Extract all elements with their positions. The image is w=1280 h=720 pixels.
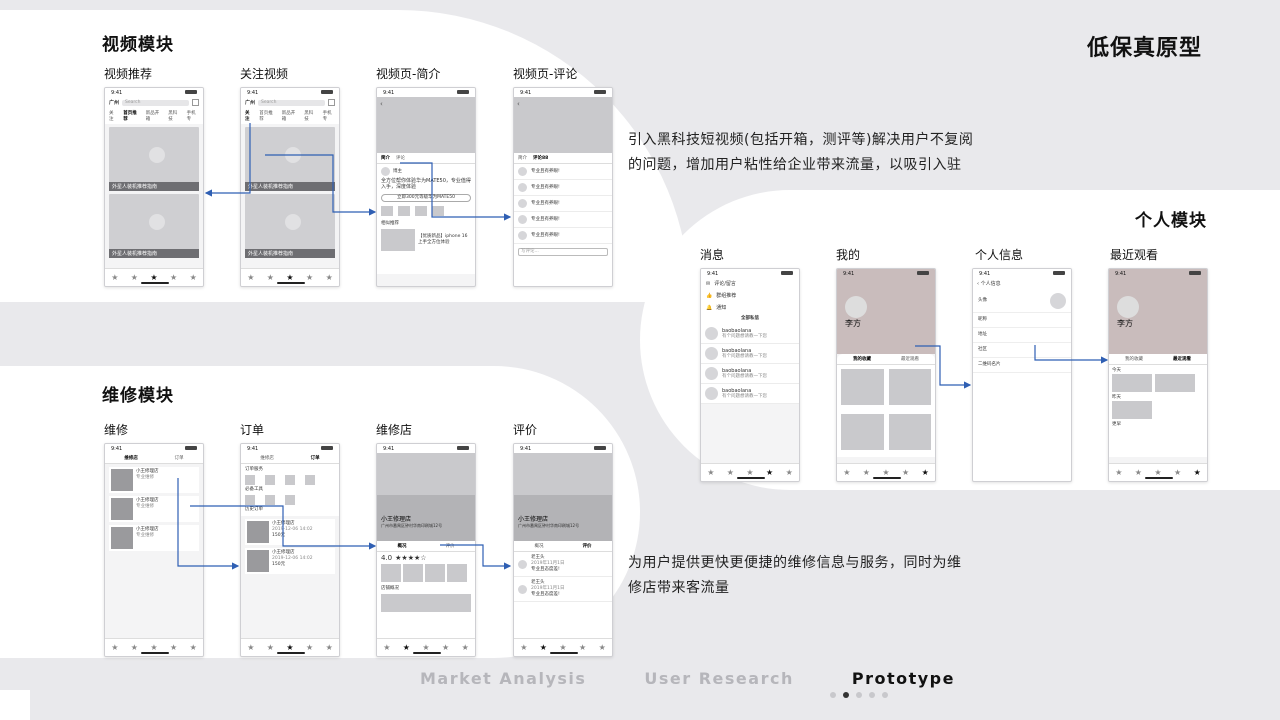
tab-bar[interactable]: ★★★★★ — [241, 268, 339, 286]
phone-recent[interactable]: 9:41 李方 我的收藏最近观看 今天 昨天 更早 ★★★★★ — [1108, 268, 1208, 482]
page-dot[interactable] — [856, 692, 862, 698]
page-dot[interactable] — [869, 692, 875, 698]
phone-video-comment[interactable]: 9:41 ‹ 简介评论88 专业且有养眼! 专业且有养眼! 专业且有养眼! 专业… — [513, 87, 613, 287]
nav-user-research[interactable]: User Research — [644, 669, 794, 688]
screen-label: 个人信息 — [975, 248, 1024, 262]
tab-bar[interactable]: ★★★★★ — [105, 268, 203, 286]
bg-corner — [0, 690, 30, 720]
page-title: 低保真原型 — [1087, 36, 1203, 61]
phone-video-intro[interactable]: 9:41 ‹ 简介评论 博主 全方位帮你体验华为MATE50，专业值得入手，深度… — [376, 87, 476, 287]
page-dot[interactable] — [830, 692, 836, 698]
screen-label: 消息 — [700, 248, 725, 262]
screen-label: 维修店 — [376, 423, 413, 437]
screen-label: 视频推荐 — [104, 67, 153, 81]
screen-label: 视频页-简介 — [376, 67, 441, 81]
footer-nav: Market Analysis User Research Prototype — [420, 669, 955, 688]
phone-video-recommend[interactable]: 9:41 广州 Search 关注首页推荐新品开箱黑科技手机专 外星人装机推荐指… — [104, 87, 204, 287]
tab-bar[interactable]: ★★★★★ — [1109, 463, 1207, 481]
comment-input[interactable]: 写评论... — [518, 248, 608, 256]
tab-bar[interactable]: ★★★★★ — [105, 638, 203, 656]
nav-market-analysis[interactable]: Market Analysis — [420, 669, 587, 688]
phone-me[interactable]: 9:41 李方 我的收藏最近观看 ★★★★★ — [836, 268, 936, 482]
video-card[interactable]: 外星人装机推荐指南 — [245, 127, 335, 191]
video-card[interactable]: 外星人装机推荐指南 — [109, 127, 199, 191]
video-card[interactable]: 外星人装机推荐指南 — [245, 194, 335, 258]
section-title-video: 视频模块 — [102, 35, 174, 55]
tab-bar[interactable]: ★★★★★ — [701, 463, 799, 481]
screen-label: 视频页-评论 — [513, 67, 578, 81]
nav-prototype[interactable]: Prototype — [851, 669, 955, 688]
page-dot-active[interactable] — [843, 692, 849, 698]
buy-button[interactable]: 立即300元等级华为MATE50 — [381, 194, 471, 202]
section-title-repair: 维修模块 — [102, 386, 174, 406]
tab-bar[interactable]: ★★★★★ — [514, 638, 612, 656]
phone-follow-video[interactable]: 9:41 广州 Search 关注首页推荐新品开箱黑科技手机专 外星人装机推荐指… — [240, 87, 340, 287]
screen-label: 我的 — [836, 248, 861, 262]
phone-profile-info[interactable]: 9:41 ‹ 个人信息 头像 昵称 地址 社区 二维码名片 — [972, 268, 1072, 482]
pagination-dots — [830, 692, 888, 698]
phone-repair-shop[interactable]: 9:41 小王修理店 广州市番禺区钟村华南印刷城12号 概况评价 4.0★★★★… — [376, 443, 476, 657]
description-video: 引入黑科技短视频(包括开箱，测评等)解决用户不复阅的问题，增加用户粘性给企业带来… — [628, 132, 974, 173]
screen-label: 订单 — [240, 423, 265, 437]
tab-bar[interactable]: ★★★★★ — [837, 463, 935, 481]
screen-label: 评价 — [513, 423, 538, 437]
video-card[interactable]: 外星人装机推荐指南 — [109, 194, 199, 258]
tab-bar[interactable]: ★★★★★ — [241, 638, 339, 656]
screen-label: 维修 — [104, 423, 129, 437]
screen-label: 关注视频 — [240, 67, 289, 81]
phone-repair[interactable]: 9:41 维修店订单 小王修理店专业维修 小王修理店专业维修 小王修理店专业维修… — [104, 443, 204, 657]
description-repair: 为用户提供更快更便捷的维修信息与服务，同时为维修店带来客流量 — [628, 555, 962, 596]
section-title-personal: 个人模块 — [1135, 211, 1207, 231]
screen-label: 最近观看 — [1110, 248, 1159, 262]
tab-bar[interactable]: ★★★★★ — [377, 638, 475, 656]
page-dot[interactable] — [882, 692, 888, 698]
